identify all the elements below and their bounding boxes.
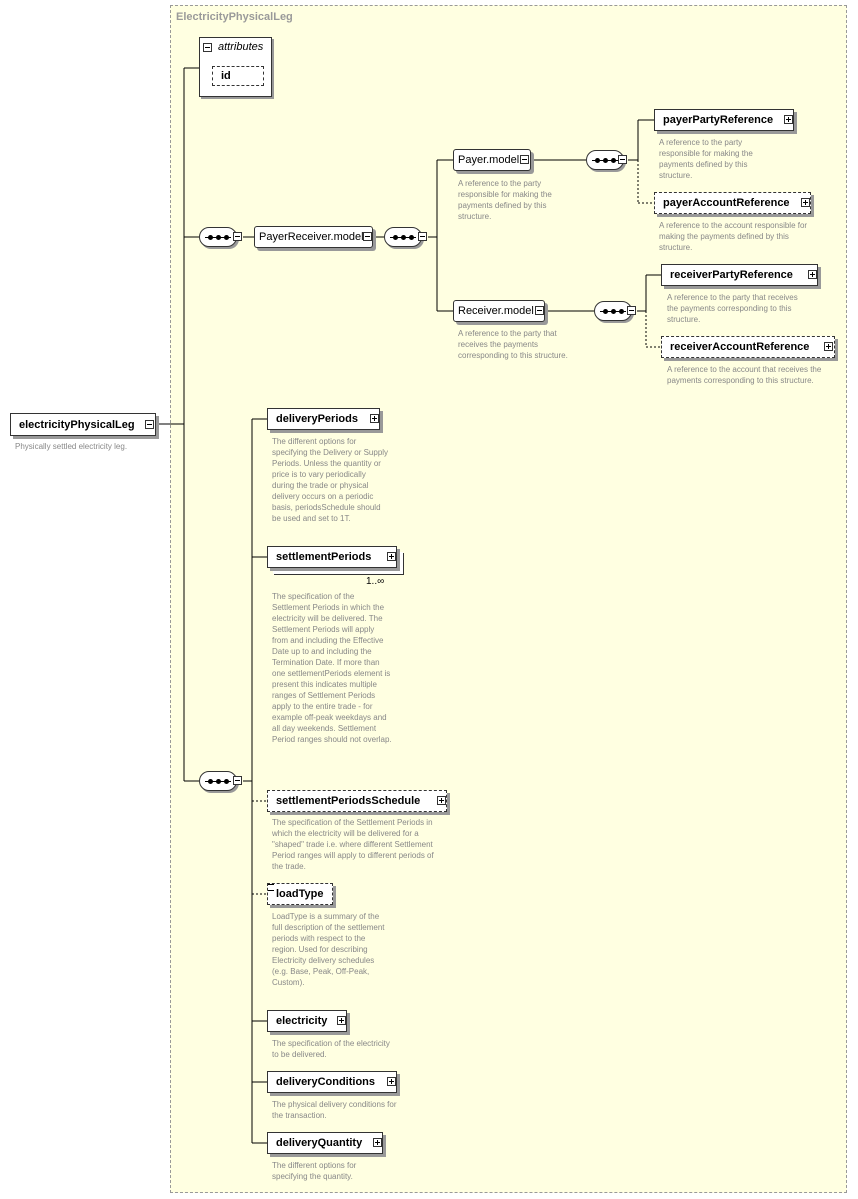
collapse-icon[interactable] [418, 232, 427, 241]
electricity-note: The specification of the electricity to … [272, 1039, 390, 1059]
delivery-quantity-note: The different options for specifying the… [272, 1161, 357, 1181]
payer-model-label: Payer.model [458, 154, 520, 166]
receiver-account-reference-note: A reference to the account that receives… [667, 365, 822, 385]
load-type-box[interactable]: loadType [267, 883, 333, 905]
root-element-box[interactable]: electricityPhysicalLeg [10, 413, 156, 436]
receiver-party-reference-label: receiverPartyReference [670, 269, 793, 281]
delivery-quantity-label: deliveryQuantity [276, 1137, 363, 1149]
receiver-party-reference-box[interactable]: receiverPartyReference [661, 264, 818, 286]
electricity-label: electricity [276, 1015, 328, 1027]
load-type-note: LoadType is a summary of the full descri… [272, 912, 385, 987]
settlement-periods-schedule-label: settlementPeriodsSchedule [276, 795, 421, 807]
collapse-icon[interactable] [233, 776, 242, 785]
collapse-icon[interactable] [627, 306, 636, 315]
delivery-conditions-label: deliveryConditions [276, 1076, 376, 1088]
sequence-compositor-icon [586, 150, 624, 170]
settlement-periods-multiplicity: 1..∞ [366, 576, 385, 587]
delivery-conditions-box[interactable]: deliveryConditions [267, 1071, 397, 1093]
delivery-conditions-note: The physical delivery conditions for the… [272, 1100, 397, 1120]
simple-type-icon [268, 884, 274, 891]
delivery-periods-note: The different options for specifying the… [272, 437, 389, 523]
receiver-model-note: A reference to the party that receives t… [458, 329, 568, 360]
receiver-party-reference-note: A reference to the party that receives t… [667, 293, 798, 324]
payer-party-reference-note: A reference to the party responsible for… [659, 138, 753, 180]
root-element-note: Physically settled electricity leg. [15, 442, 128, 451]
collapse-icon[interactable] [145, 420, 154, 429]
sequence-compositor-icon [199, 771, 237, 791]
frame-title: ElectricityPhysicalLeg [176, 11, 293, 23]
expand-icon[interactable] [824, 342, 833, 351]
attributes-label: attributes [218, 41, 264, 53]
expand-icon[interactable] [801, 198, 810, 207]
payer-receiver-model-label: PayerReceiver.model [259, 231, 364, 243]
payer-model-box[interactable]: Payer.model [453, 149, 531, 171]
collapse-icon[interactable] [233, 232, 242, 241]
collapse-icon[interactable] [520, 155, 529, 164]
load-type-label: loadType [276, 888, 324, 900]
sequence-compositor-icon [199, 227, 237, 247]
expand-icon[interactable] [370, 414, 379, 423]
payer-receiver-model-box[interactable]: PayerReceiver.model [254, 226, 373, 248]
settlement-periods-label: settlementPeriods [276, 551, 372, 563]
settlement-periods-note: The specification of the Settlement Peri… [272, 592, 392, 744]
collapse-icon[interactable] [363, 232, 372, 241]
delivery-quantity-box[interactable]: deliveryQuantity [267, 1132, 383, 1154]
expand-icon[interactable] [373, 1138, 382, 1147]
expand-icon[interactable] [337, 1016, 346, 1025]
payer-model-note: A reference to the party responsible for… [458, 179, 552, 221]
payer-account-reference-note: A reference to the account responsible f… [659, 221, 808, 252]
settlement-periods-schedule-note: The specification of the Settlement Peri… [272, 818, 434, 871]
root-element-label: electricityPhysicalLeg [19, 418, 135, 431]
collapse-icon[interactable] [535, 306, 544, 315]
settlement-periods-box[interactable]: settlementPeriods [267, 546, 397, 568]
receiver-account-reference-label: receiverAccountReference [670, 341, 810, 353]
payer-account-reference-box[interactable]: payerAccountReference [654, 192, 811, 214]
collapse-icon[interactable] [618, 155, 627, 164]
payer-party-reference-label: payerPartyReference [663, 114, 774, 126]
attribute-id[interactable]: id [212, 66, 264, 86]
expand-icon[interactable] [387, 1077, 396, 1086]
expand-icon[interactable] [387, 552, 396, 561]
payer-account-reference-label: payerAccountReference [663, 197, 790, 209]
receiver-model-label: Receiver.model [458, 305, 534, 317]
payer-party-reference-box[interactable]: payerPartyReference [654, 109, 794, 131]
electricity-box[interactable]: electricity [267, 1010, 347, 1032]
collapse-icon[interactable] [203, 43, 212, 52]
expand-icon[interactable] [784, 115, 793, 124]
receiver-account-reference-box[interactable]: receiverAccountReference [661, 336, 835, 358]
delivery-periods-label: deliveryPeriods [276, 413, 358, 425]
receiver-model-box[interactable]: Receiver.model [453, 300, 545, 322]
sequence-compositor-icon [384, 227, 422, 247]
settlement-periods-schedule-box[interactable]: settlementPeriodsSchedule [267, 790, 447, 812]
expand-icon[interactable] [808, 270, 817, 279]
expand-icon[interactable] [437, 796, 446, 805]
delivery-periods-box[interactable]: deliveryPeriods [267, 408, 380, 430]
